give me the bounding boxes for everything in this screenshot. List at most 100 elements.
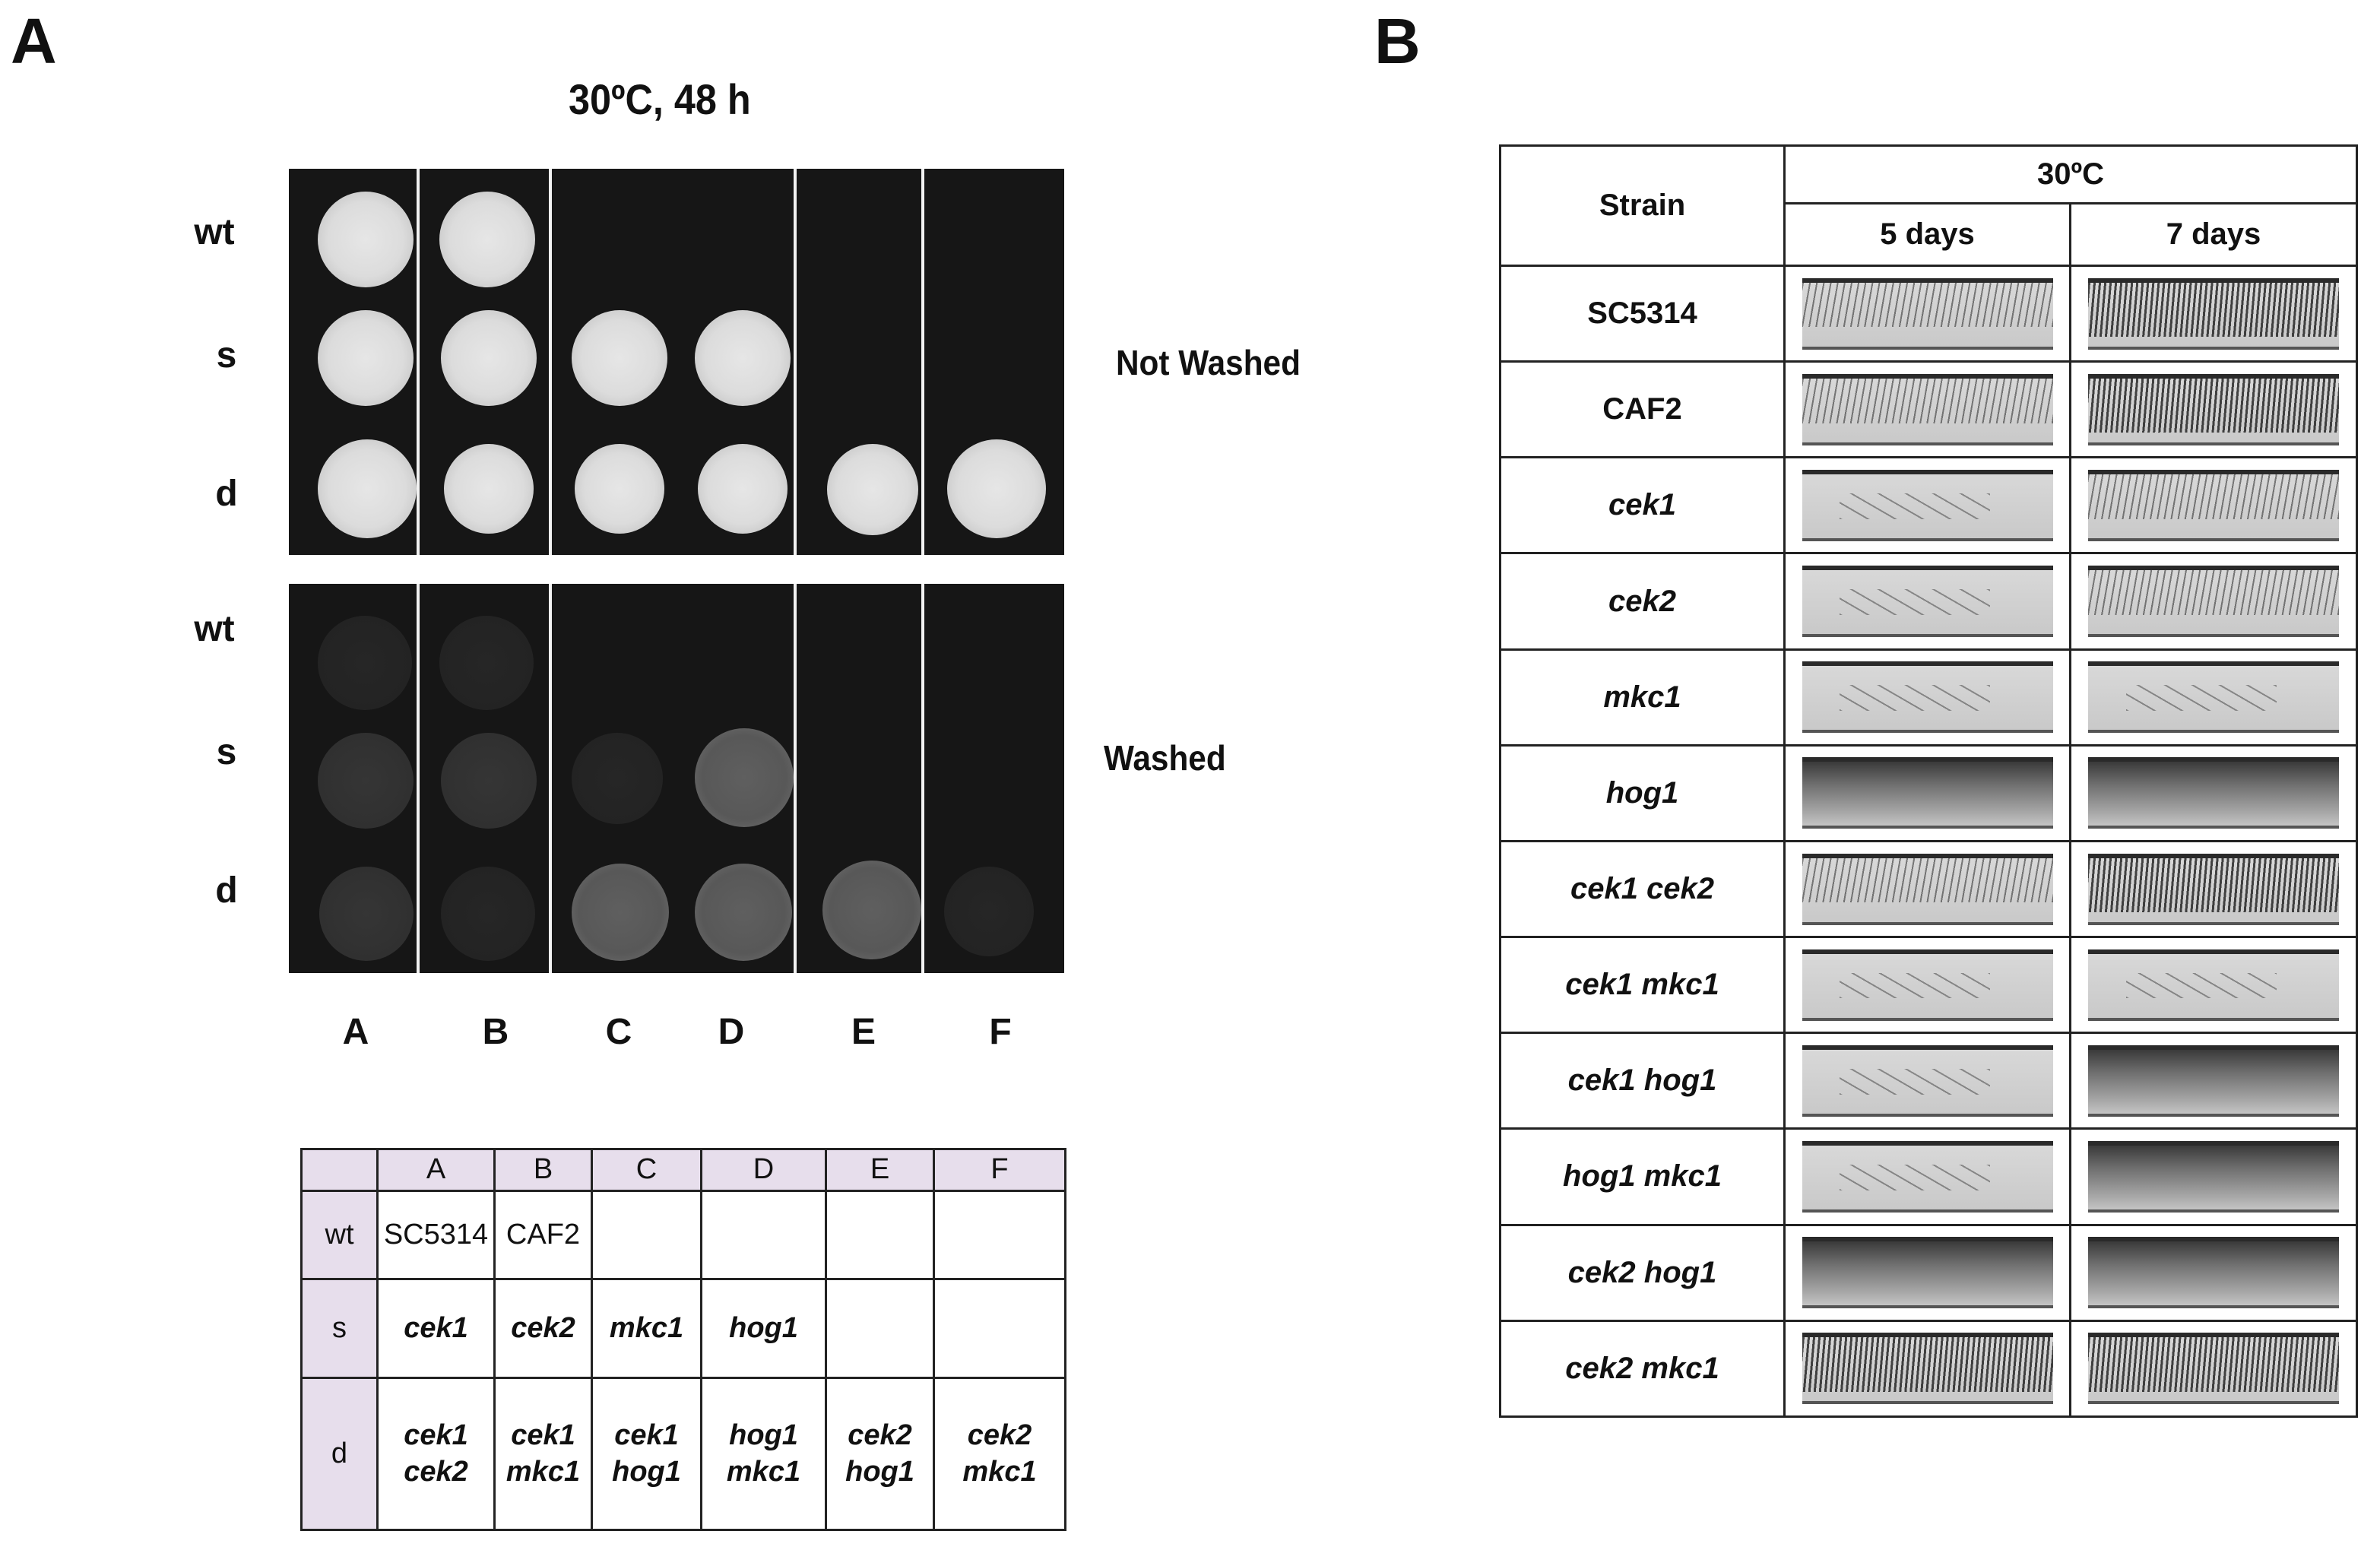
colony-image [2088,1045,2339,1117]
invasion-table: Strain 30ºC 5 days 7 days SC5314 CAF2 ce… [1499,144,2358,1419]
legend-row-wt: wt SC5314 CAF2 [300,1190,1066,1280]
washed-label: Washed [1104,738,1226,778]
strain-name: cek1 mkc1 [1499,936,1786,1035]
legend-cell [933,1278,1066,1379]
colony-image [2088,566,2339,638]
legend-gene: cek1 [404,1419,468,1451]
spot-top-d-d [698,444,788,534]
strain-name: CAF2 [1499,360,1786,459]
row-label-wt-bottom: wt [194,609,235,649]
spot-bottom-d-e [822,861,921,959]
legend-row-s: s cek1 cek2 mkc1 hog1 [300,1278,1066,1379]
row-label-wt-top: wt [194,212,235,252]
legend-cell [700,1190,827,1280]
plate-not-washed [289,169,1064,555]
spot-top-s-b [441,310,537,406]
legend-cell [933,1190,1066,1280]
legend-header-row: A B C D E F [300,1148,1066,1192]
colony-image [1802,661,2053,734]
legend-gene: hog1 [612,1455,681,1488]
strain-name: mkc1 [1499,648,1786,747]
strain-name: hog1 mkc1 [1499,1127,1786,1226]
col-label-e: E [851,1012,876,1052]
legend-cell: hog1 [700,1278,827,1379]
legend-gene: cek1 [511,1419,575,1451]
row-label-d-top: d [215,474,238,514]
colony-image [1802,1140,2053,1213]
spot-top-d-b [444,444,534,534]
strain-header: Strain [1499,144,1786,267]
panel-b-letter: B [1374,5,1421,77]
colony-image [1802,373,2053,445]
legend-cell [825,1190,935,1280]
legend-cell: CAF2 [493,1190,593,1280]
row-label-s-bottom: s [216,732,237,772]
spot-bottom-s-d [695,728,794,827]
legend-cell: cek1 [376,1278,496,1379]
spot-top-d-e [827,444,918,535]
colony-image [2088,757,2339,829]
spot-top-s-d [695,310,791,406]
legend-header-corner [300,1148,379,1192]
day5-header: 5 days [1783,202,2071,267]
spot-bottom-d-b [441,867,535,961]
colony-image [2088,469,2339,541]
spot-bottom-s-b [441,733,537,829]
spot-bottom-wt-b [439,616,534,710]
spot-bottom-d-c [572,864,669,961]
strain-name: cek1 [1499,456,1786,555]
spot-top-wt-b [439,192,535,287]
spot-bottom-s-a [318,733,414,829]
strain-name: hog1 [1499,743,1786,842]
panel-a-letter: A [11,5,57,77]
colony-image [2088,661,2339,734]
not-washed-label: Not Washed [1116,343,1301,382]
legend-header-b: B [493,1148,593,1192]
legend-row-label-s: s [300,1278,379,1379]
legend-gene: cek1 [614,1419,679,1451]
legend-header-d: D [700,1148,827,1192]
legend-cell: mkc1 [591,1278,702,1379]
colony-image [2088,1140,2339,1213]
col-label-f: F [989,1012,1012,1052]
legend-cell: cek2 [493,1278,593,1379]
col-label-d: D [718,1012,745,1052]
legend-cell: SC5314 [376,1190,496,1280]
spot-bottom-d-a [319,867,414,961]
legend-header-f: F [933,1148,1066,1192]
row-label-s-top: s [216,335,237,376]
strain-name: cek2 mkc1 [1499,1319,1786,1419]
colony-image [1802,1045,2053,1117]
spot-bottom-wt-a [318,616,412,710]
colony-image [2088,949,2339,1021]
legend-cell [825,1278,935,1379]
col-label-c: C [605,1012,632,1052]
legend-cell [591,1190,702,1280]
colony-image [1802,853,2053,925]
strain-name: SC5314 [1499,264,1786,363]
col-label-b: B [482,1012,509,1052]
colony-image [2088,853,2339,925]
col-label-a: A [342,1012,369,1052]
strain-name: cek1 cek2 [1499,839,1786,939]
spot-top-s-a [318,310,414,406]
strain-name: cek2 [1499,552,1786,651]
legend-gene: cek2 [848,1419,912,1451]
spot-top-d-f [947,439,1046,538]
colony-image [1802,1237,2053,1309]
colony-image [1802,469,2053,541]
spot-top-d-a [318,439,417,538]
legend-gene: mkc1 [726,1455,801,1488]
colony-image [1802,1333,2053,1405]
legend-row-label-wt: wt [300,1190,379,1280]
condition-title: 30ºC, 48 h [569,75,751,123]
plate-washed [289,584,1064,973]
legend-header-c: C [591,1148,702,1192]
spot-bottom-s-c [572,733,663,824]
colony-image [1802,757,2053,829]
colony-image [2088,1333,2339,1405]
legend-cell: cek1 hog1 [591,1377,702,1531]
